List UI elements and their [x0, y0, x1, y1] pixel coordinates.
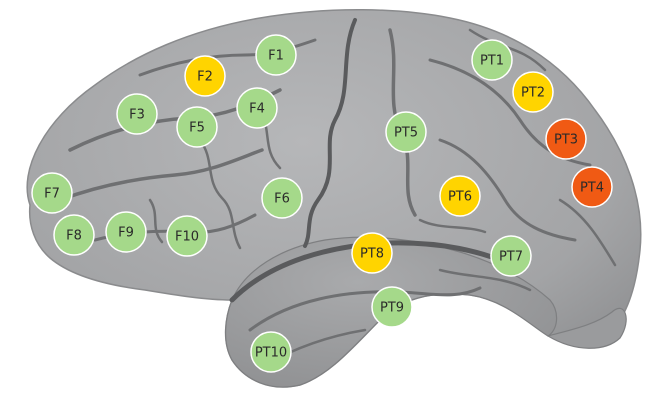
electrode-pt7: PT7 — [491, 236, 531, 276]
electrode-pt2: PT2 — [513, 72, 553, 112]
electrode-label: F7 — [44, 187, 60, 202]
electrode-f9: F9 — [106, 212, 146, 252]
electrode-label: F10 — [175, 230, 199, 245]
electrode-f5: F5 — [177, 107, 217, 147]
electrode-label: PT7 — [499, 250, 523, 265]
electrode-pt8: PT8 — [352, 233, 392, 273]
electrode-f1: F1 — [256, 35, 296, 75]
electrode-f4: F4 — [237, 88, 277, 128]
electrode-f2: F2 — [185, 56, 225, 96]
electrode-f7: F7 — [32, 173, 72, 213]
electrode-label: PT2 — [521, 86, 545, 101]
electrode-label: PT1 — [480, 54, 504, 69]
electrode-label: PT4 — [580, 181, 604, 196]
electrode-label: F4 — [249, 102, 265, 117]
electrode-f10: F10 — [167, 216, 207, 256]
electrode-label: PT5 — [394, 126, 418, 141]
electrode-pt10: PT10 — [251, 332, 291, 372]
electrode-f3: F3 — [117, 94, 157, 134]
electrode-label: F3 — [129, 108, 145, 123]
electrode-pt4: PT4 — [572, 167, 612, 207]
electrode-label: F1 — [268, 49, 284, 64]
electrode-f6: F6 — [262, 178, 302, 218]
electrode-label: PT6 — [448, 190, 472, 205]
electrode-label: F9 — [118, 226, 134, 241]
electrode-label: F6 — [274, 192, 290, 207]
electrode-label: PT10 — [255, 346, 287, 361]
electrode-label: PT8 — [360, 247, 384, 262]
electrode-label: PT9 — [380, 301, 404, 316]
electrode-pt6: PT6 — [440, 176, 480, 216]
electrode-pt1: PT1 — [472, 40, 512, 80]
electrode-pt5: PT5 — [386, 112, 426, 152]
electrode-label: F8 — [66, 229, 82, 244]
electrode-label: F2 — [197, 70, 213, 85]
electrode-pt9: PT9 — [372, 287, 412, 327]
electrode-label: PT3 — [554, 133, 578, 148]
electrode-pt3: PT3 — [546, 119, 586, 159]
electrode-f8: F8 — [54, 215, 94, 255]
electrode-label: F5 — [189, 121, 205, 136]
